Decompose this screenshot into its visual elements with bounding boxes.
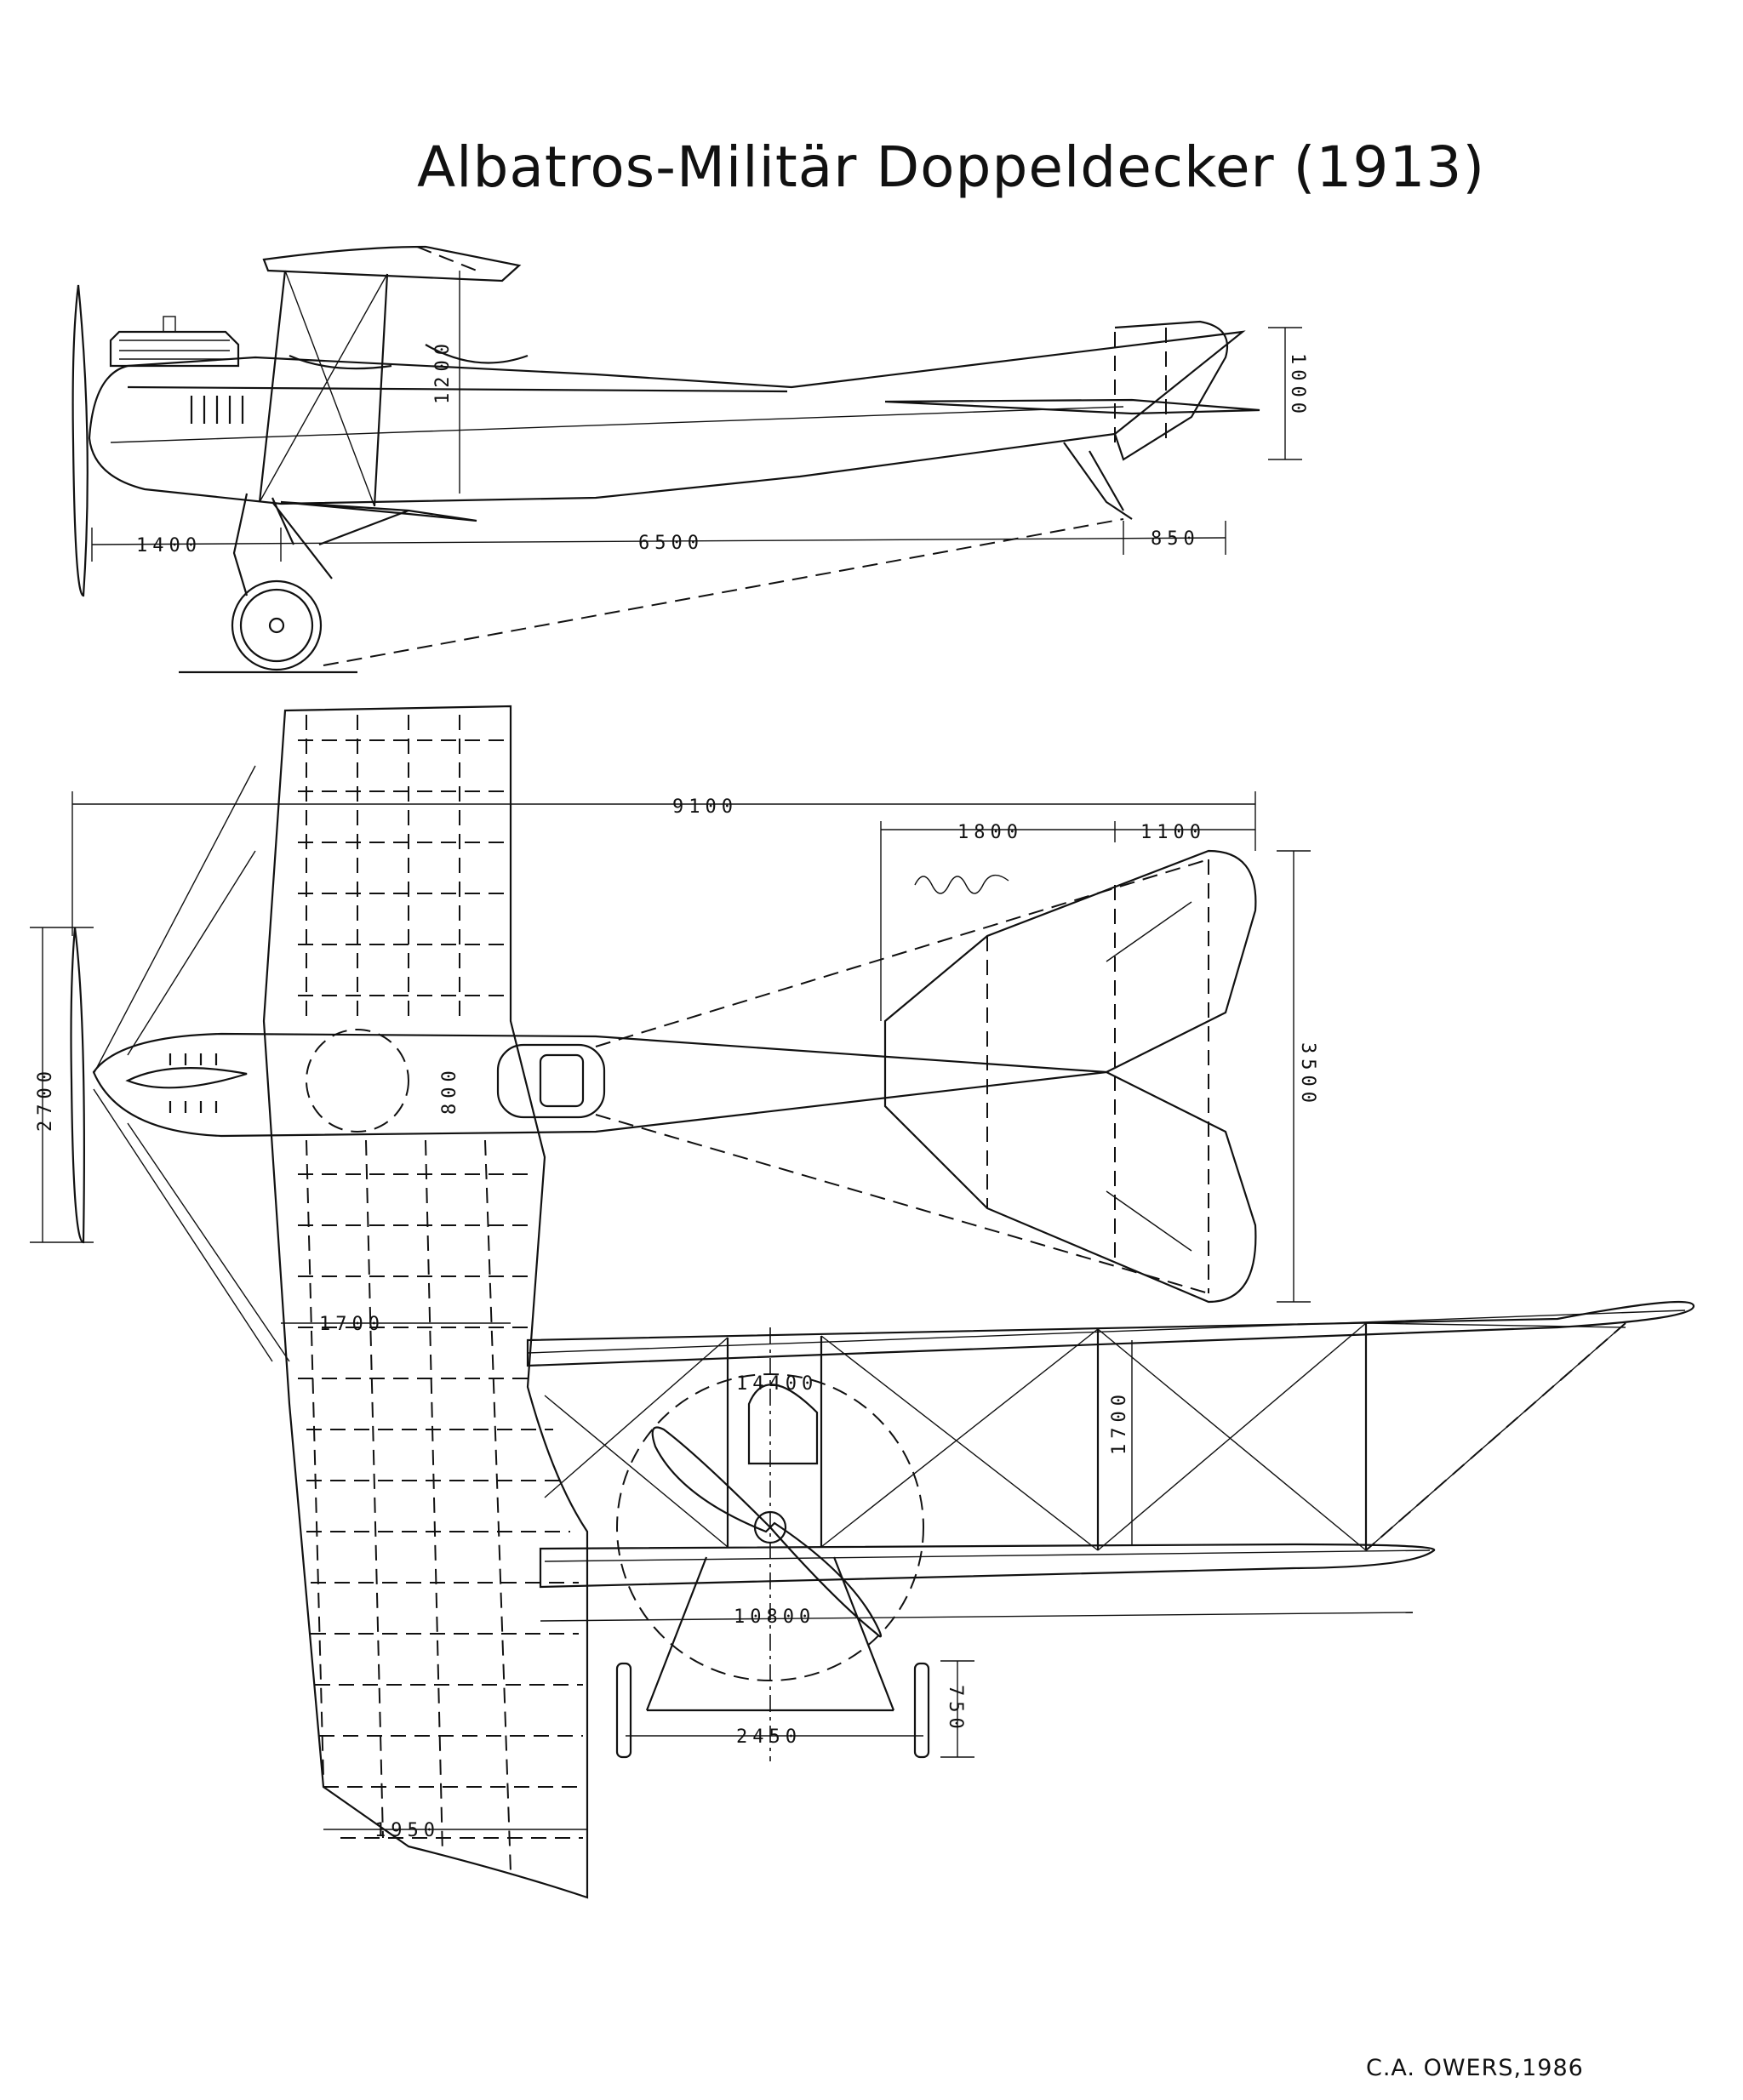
dim-front-lower-span: 10800: [734, 1606, 815, 1628]
dim-side-gap: 1200: [432, 339, 454, 404]
top-wing: [262, 705, 589, 1899]
top-propeller: [70, 927, 85, 1244]
top-tailplane: [883, 849, 1257, 1304]
top-fuselage: [92, 1032, 1107, 1138]
dim-top-lower-chord: 1700: [319, 1314, 385, 1335]
side-tail-skid: [1063, 442, 1133, 520]
dim-front-gap: 1700: [1109, 1390, 1130, 1455]
dim-side-tail: 850: [1151, 528, 1200, 550]
side-tailplane: [884, 398, 1260, 415]
dim-top-elevator-chord: 1100: [1140, 822, 1206, 843]
dim-side-nose: 1400: [136, 535, 202, 556]
front-upper-wing: [526, 1300, 1695, 1367]
top-engine-cowl: [125, 1067, 248, 1089]
front-lower-wing: [539, 1543, 1436, 1589]
front-struts: [726, 1323, 1368, 1550]
side-rudder: [1113, 320, 1229, 461]
front-view: 14400 10800 1700 2450 750: [526, 1300, 1695, 1761]
dim-top-prop-diameter: 2700: [35, 1066, 56, 1132]
drawing-credit: C.A. OWERS,1986: [1366, 2055, 1584, 2081]
top-view: 9100 1800 1100 3500 2700 800 1700 1950: [30, 705, 1318, 1899]
side-upper-wing: [262, 245, 522, 282]
side-engine: [109, 330, 240, 368]
side-wheel: [231, 579, 323, 671]
front-wheel-right: [913, 1662, 930, 1759]
dim-front-upper-span: 14400: [736, 1373, 818, 1395]
top-cockpit: [496, 1043, 606, 1119]
dim-top-stab-span: 3500: [1297, 1042, 1318, 1108]
side-view: 1400 6500 850 1000 1200: [71, 245, 1308, 674]
dim-front-wheel-height: 750: [945, 1685, 966, 1734]
side-fuselage: [88, 330, 1246, 505]
dim-side-tail-height: 1000: [1287, 353, 1308, 419]
dim-front-track: 2450: [736, 1726, 802, 1748]
front-propeller-blade-upper: [651, 1426, 772, 1533]
front-propeller-blade-lower: [769, 1521, 883, 1638]
dim-top-upper-chord: 1950: [374, 1820, 440, 1841]
side-louvres: [190, 396, 244, 424]
dim-top-span: 9100: [672, 796, 738, 818]
dim-top-fuselage-width: 800: [439, 1065, 460, 1115]
top-wing-ribs: [298, 739, 583, 1839]
side-propeller: [71, 284, 89, 597]
dim-top-stab-chord: 1800: [957, 822, 1023, 843]
dim-side-length: 6500: [638, 533, 704, 554]
side-lower-wing: [280, 500, 477, 522]
side-struts: [258, 270, 389, 507]
front-engine: [747, 1384, 819, 1465]
front-wheel-left: [615, 1662, 632, 1759]
drawing-title: Albatros-Militär Doppeldecker (1913): [417, 134, 1486, 200]
signature-scribble: [914, 874, 1009, 894]
side-undercarriage: [232, 493, 409, 596]
